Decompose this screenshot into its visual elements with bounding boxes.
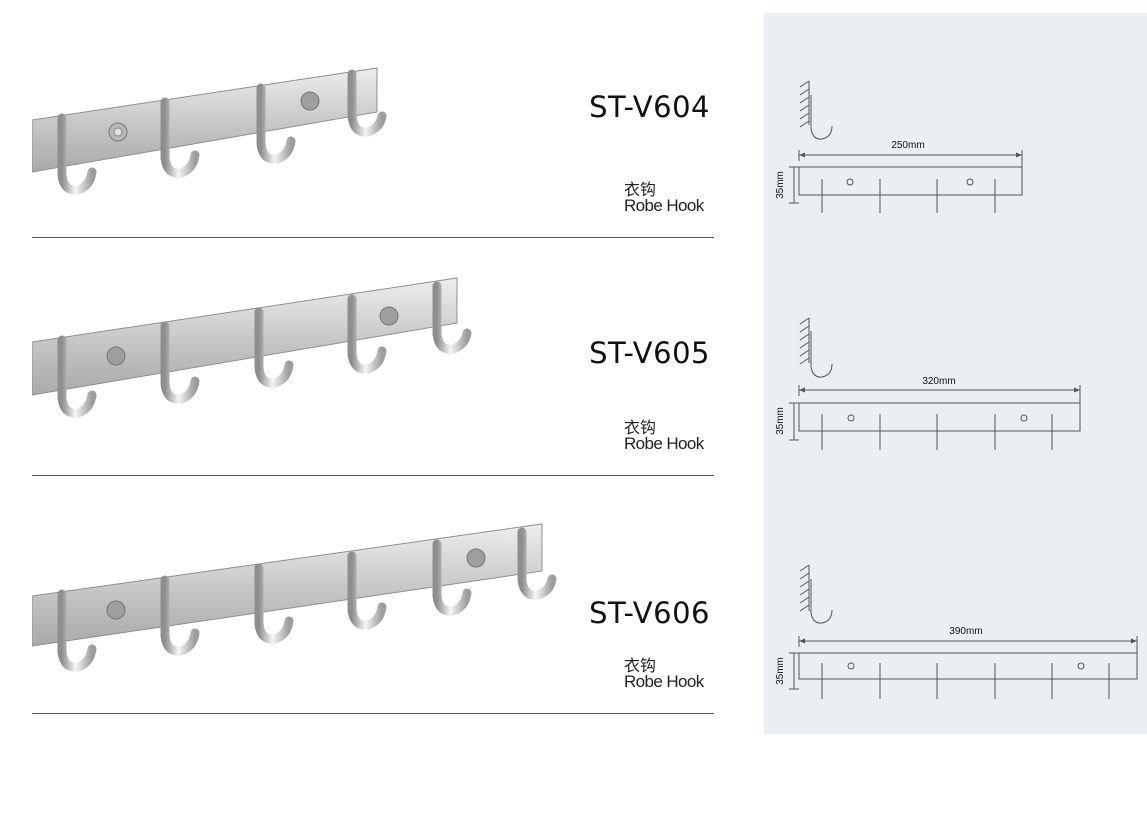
width-dimension-label: 320mm — [922, 376, 955, 387]
product-row-st-v606: ST-V606 衣钩 Robe Hook — [32, 476, 714, 714]
row-divider — [32, 475, 714, 476]
dimension-drawings: 250mm 35mm 320mm 35mm 390mm 35mm — [775, 80, 1138, 699]
robe-hook-photo-st-v606 — [32, 523, 557, 672]
product-name-chinese: 衣钩 — [624, 180, 657, 199]
wall-hatch-icon — [799, 317, 810, 365]
dimension-drawing-st-v606 — [789, 564, 1138, 699]
product-row-st-v604: ST-V604 衣钩 Robe Hook — [32, 0, 714, 238]
product-row-st-v605: ST-V605 衣钩 Robe Hook — [32, 238, 714, 476]
dimension-drawing-st-v604 — [789, 80, 1023, 213]
height-dimension-label: 35mm — [775, 657, 786, 685]
hook-profile-icon — [810, 579, 833, 624]
product-name-chinese: 衣钩 — [624, 418, 657, 437]
height-dimension-label: 35mm — [775, 171, 786, 199]
width-dimension-label: 250mm — [891, 140, 924, 151]
technical-drawings-panel: 250mm 35mm 320mm 35mm 390mm 35mm — [764, 13, 1147, 734]
wall-hatch-icon — [799, 564, 810, 612]
dimension-drawing-st-v605 — [789, 317, 1081, 450]
row-divider — [32, 237, 714, 238]
hook-profile-icon — [810, 331, 833, 378]
hook-profile-icon — [810, 95, 833, 140]
model-code: ST-V604 — [589, 90, 710, 124]
product-name-english: Robe Hook — [624, 434, 704, 453]
robe-hook-photo-st-v605 — [32, 277, 472, 418]
model-code: ST-V606 — [589, 596, 710, 630]
row-divider — [32, 713, 714, 714]
height-dimension-label: 35mm — [775, 407, 786, 435]
width-dimension-label: 390mm — [949, 626, 982, 637]
model-code: ST-V605 — [589, 336, 710, 370]
product-name-english: Robe Hook — [624, 672, 704, 691]
product-name-chinese: 衣钩 — [624, 656, 657, 675]
robe-hook-photo-st-v604 — [32, 67, 387, 195]
product-name-english: Robe Hook — [624, 196, 704, 215]
wall-hatch-icon — [799, 80, 810, 128]
